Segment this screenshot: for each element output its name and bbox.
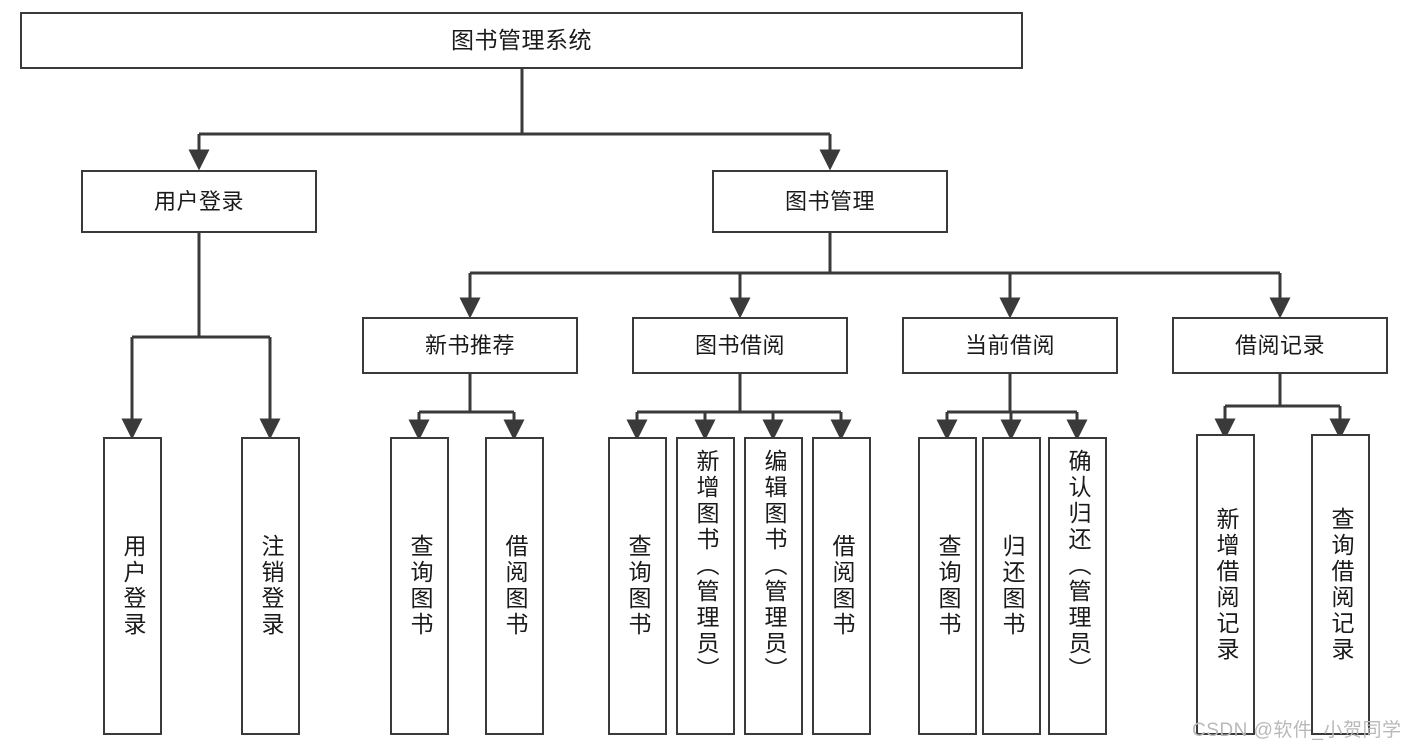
node-book-manage[interactable]: 图书管理 [712, 170, 948, 233]
node-root-label: 图书管理系统 [451, 26, 592, 53]
leaf-recommend-borrow-book-label: 借阅图书 [502, 534, 528, 638]
leaf-recommend-query-book-label: 查询图书 [407, 534, 433, 638]
leaf-record-add[interactable]: 新增借阅记录 [1196, 434, 1255, 735]
leaf-borrow-add-book[interactable]: 新增图书（管理员） [676, 437, 735, 735]
node-root[interactable]: 图书管理系统 [20, 12, 1023, 69]
node-current-borrow[interactable]: 当前借阅 [902, 317, 1118, 374]
node-current-borrow-label: 当前借阅 [964, 332, 1055, 358]
node-borrow-record[interactable]: 借阅记录 [1172, 317, 1388, 374]
leaf-user-login[interactable]: 用户登录 [103, 437, 162, 735]
node-new-book-recommend[interactable]: 新书推荐 [362, 317, 578, 374]
node-book-borrow-label: 图书借阅 [694, 332, 785, 358]
node-user-login-label: 用户登录 [153, 188, 244, 214]
node-book-borrow[interactable]: 图书借阅 [632, 317, 848, 374]
node-book-manage-label: 图书管理 [784, 188, 875, 214]
leaf-record-search[interactable]: 查询借阅记录 [1311, 434, 1370, 735]
leaf-borrow-query-book[interactable]: 查询图书 [608, 437, 667, 735]
leaf-current-return-book[interactable]: 归还图书 [982, 437, 1041, 735]
leaf-borrow-edit-book-label: 编辑图书（管理员） [761, 449, 787, 683]
leaf-current-confirm-return[interactable]: 确认归还（管理员） [1048, 437, 1107, 735]
leaf-recommend-query-book[interactable]: 查询图书 [390, 437, 449, 735]
leaf-current-return-book-label: 归还图书 [999, 534, 1025, 638]
node-user-login[interactable]: 用户登录 [81, 170, 317, 233]
leaf-current-query-book[interactable]: 查询图书 [918, 437, 977, 735]
leaf-user-logout[interactable]: 注销登录 [241, 437, 300, 735]
leaf-current-query-book-label: 查询图书 [935, 534, 961, 638]
leaf-borrow-do-borrow[interactable]: 借阅图书 [812, 437, 871, 735]
leaf-borrow-add-book-label: 新增图书（管理员） [693, 449, 719, 683]
leaf-user-login-label: 用户登录 [120, 534, 146, 638]
node-new-book-recommend-label: 新书推荐 [424, 332, 515, 358]
leaf-current-confirm-return-label: 确认归还（管理员） [1065, 449, 1091, 683]
leaf-record-add-label: 新增借阅记录 [1213, 506, 1239, 663]
csdn-watermark: CSDN @软件_小贺同学 [1192, 720, 1402, 741]
leaf-recommend-borrow-book[interactable]: 借阅图书 [485, 437, 544, 735]
node-borrow-record-label: 借阅记录 [1234, 332, 1325, 358]
leaf-user-logout-label: 注销登录 [258, 534, 284, 638]
leaf-borrow-edit-book[interactable]: 编辑图书（管理员） [744, 437, 803, 735]
leaf-borrow-do-borrow-label: 借阅图书 [829, 534, 855, 638]
leaf-record-search-label: 查询借阅记录 [1328, 506, 1354, 663]
leaf-borrow-query-book-label: 查询图书 [625, 534, 651, 638]
